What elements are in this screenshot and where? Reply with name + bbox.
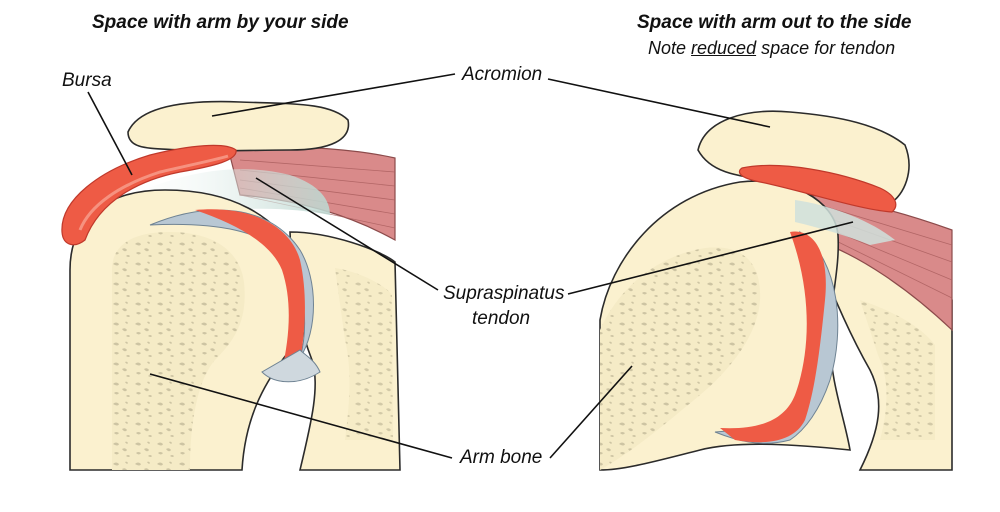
left-humerus-spongy xyxy=(112,232,245,470)
label-supraspinatus-line2: tendon xyxy=(472,308,531,329)
left-scapula-spongy xyxy=(335,268,393,440)
note-suffix: space for tendon xyxy=(756,38,896,58)
right-joint-red xyxy=(720,231,826,443)
leader-acromion-left xyxy=(211,73,456,117)
left-shoulder xyxy=(61,100,401,471)
leader-acromion-right xyxy=(547,78,771,128)
leader-supraspinatus-right xyxy=(567,221,854,295)
right-shoulder xyxy=(599,110,953,471)
leader-armbone-left xyxy=(149,373,453,459)
right-tendon xyxy=(795,200,895,245)
label-arm-bone: Arm bone xyxy=(460,447,543,468)
right-scapula-spongy xyxy=(860,300,935,440)
right-panel-note: Note reduced space for tendon xyxy=(648,37,895,59)
leader-lines xyxy=(87,73,854,459)
left-bursa xyxy=(61,144,237,246)
left-labrum xyxy=(261,349,321,383)
label-supraspinatus-line1: Supraspinatus xyxy=(443,283,565,304)
left-acromion xyxy=(127,100,350,152)
label-acromion: Acromion xyxy=(462,64,543,85)
leader-supraspinatus-left xyxy=(255,177,439,291)
leader-bursa xyxy=(87,91,133,176)
right-panel-title: Space with arm out to the side xyxy=(637,12,912,33)
left-joint-red xyxy=(195,209,305,370)
left-panel-title: Space with arm by your side xyxy=(92,12,349,33)
note-emphasis: reduced xyxy=(691,38,757,58)
leader-armbone-right xyxy=(549,365,633,459)
right-humerus-spongy xyxy=(600,247,761,470)
right-bursa xyxy=(738,164,897,213)
label-bursa: Bursa xyxy=(62,70,112,91)
note-prefix: Note xyxy=(648,38,692,58)
